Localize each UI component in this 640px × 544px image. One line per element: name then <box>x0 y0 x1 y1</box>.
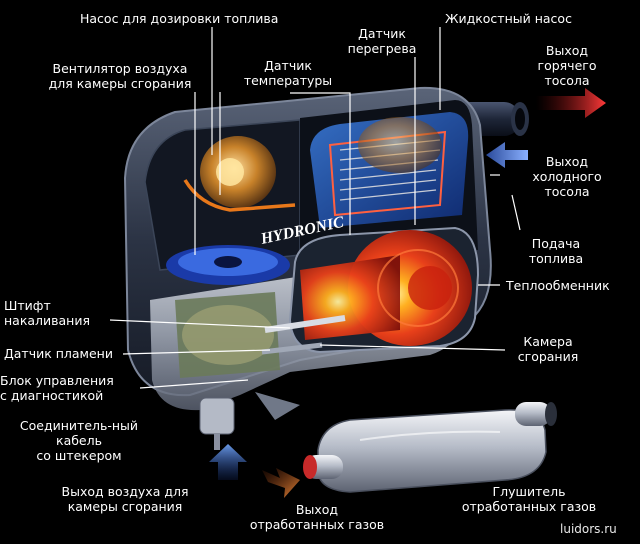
watermark: luidors.ru <box>560 522 617 536</box>
hot-coolant-arrow <box>536 88 606 118</box>
label-exhaust-outlet: Выход отработанных газов <box>249 502 385 532</box>
label-flame-sensor: Датчик пламени <box>4 346 113 361</box>
label-hot-coolant-out: Выход горячего тосола <box>537 43 597 88</box>
leader-lines <box>109 27 521 389</box>
label-cold-coolant-out: Выход холодного тосола <box>532 154 602 199</box>
liquid-pump-motor <box>358 117 442 173</box>
label-fuel-supply: Подача топлива <box>528 236 584 266</box>
cold-coolant-arrow <box>486 142 528 168</box>
exhaust-outlet <box>255 392 300 420</box>
label-combustion-air-fan: Вентилятор воздуха для камеры сгорания <box>48 61 192 91</box>
air-outlet-arrow <box>209 444 247 480</box>
control-unit <box>175 292 280 378</box>
label-heat-exchanger: Теплообменник <box>506 278 610 293</box>
label-glow-pin: Штифт накаливания <box>4 298 90 328</box>
label-connector-cable: Соединитель-ный кабель со штекером <box>19 418 139 463</box>
label-temperature-sensor: Датчик температуры <box>243 58 333 88</box>
heat-exchanger-body <box>288 226 480 354</box>
label-fuel-dosing-pump: Насос для дозировки топлива <box>80 11 279 26</box>
exhaust-outlet-arrow <box>262 468 300 498</box>
label-combustion-chamber: Камера сгорания <box>517 334 579 364</box>
connector-cable <box>199 397 235 450</box>
exhaust-muffler <box>303 402 557 493</box>
label-control-unit: Блок управления с диагностикой <box>0 373 114 403</box>
combustion-air-fan <box>166 245 290 285</box>
flame-sensor <box>261 342 323 355</box>
coolant-jacket <box>310 112 469 228</box>
label-liquid-pump: Жидкостный насос <box>445 11 572 26</box>
label-exhaust-muffler: Глушитель отработанных газов <box>461 484 597 514</box>
label-air-outlet: Выход воздуха для камеры сгорания <box>61 484 189 514</box>
fuel-dosing-pump <box>183 136 296 212</box>
label-overheat-sensor: Датчик перегрева <box>347 26 417 56</box>
